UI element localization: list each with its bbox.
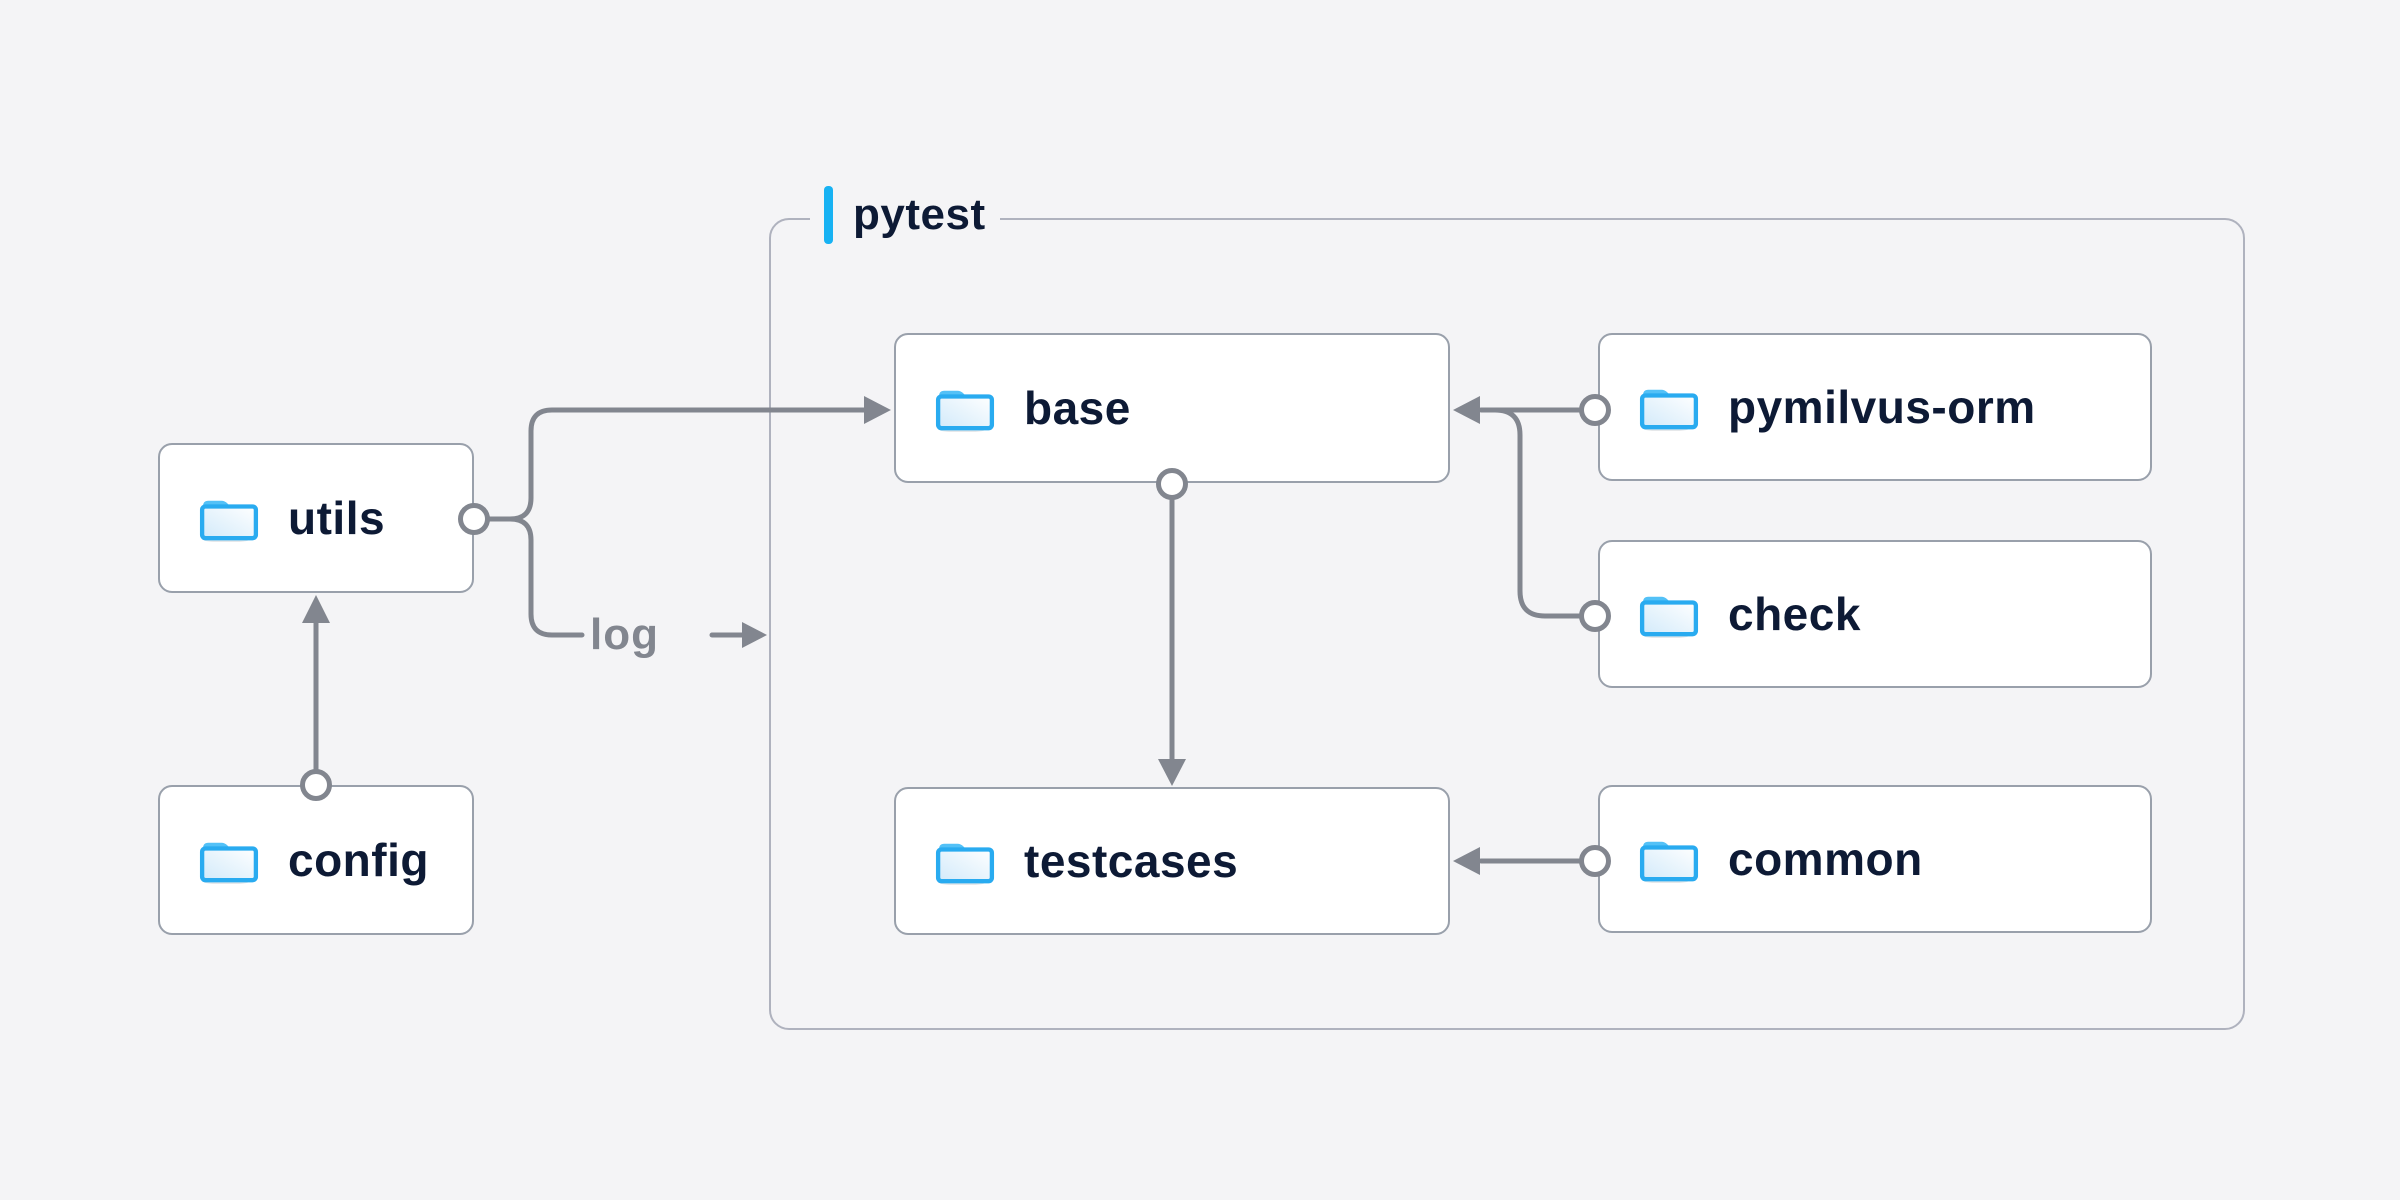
pytest-group-title: pytest bbox=[853, 190, 986, 239]
folder-icon bbox=[1638, 383, 1700, 431]
folder-icon bbox=[198, 494, 260, 542]
accent-bar-icon bbox=[824, 186, 833, 244]
folder-icon bbox=[1638, 590, 1700, 638]
node-label-utils: utils bbox=[288, 492, 386, 544]
node-common: common bbox=[1598, 785, 2152, 933]
node-config: config bbox=[158, 785, 474, 935]
node-label-check: check bbox=[1728, 588, 1861, 640]
edge-label-log: log bbox=[590, 610, 659, 659]
node-label-config: config bbox=[288, 834, 429, 886]
node-label-testcases: testcases bbox=[1024, 835, 1239, 887]
pytest-group-label: pytest bbox=[810, 183, 1000, 247]
node-utils: utils bbox=[158, 443, 474, 593]
folder-icon bbox=[198, 836, 260, 884]
arrowhead-into-utils bbox=[302, 595, 330, 623]
folder-icon bbox=[934, 837, 996, 885]
node-pymilvus-orm: pymilvus-orm bbox=[1598, 333, 2152, 481]
arrowhead-log bbox=[742, 622, 767, 648]
node-label-base: base bbox=[1024, 382, 1131, 434]
node-base: base bbox=[894, 333, 1450, 483]
node-label-pymilvus-orm: pymilvus-orm bbox=[1728, 381, 2036, 433]
folder-icon bbox=[934, 384, 996, 432]
node-testcases: testcases bbox=[894, 787, 1450, 935]
folder-icon bbox=[1638, 835, 1700, 883]
node-check: check bbox=[1598, 540, 2152, 688]
node-label-common: common bbox=[1728, 833, 1923, 885]
edge-utils-to-log bbox=[507, 516, 585, 638]
pytest-group-border bbox=[769, 218, 2245, 1030]
